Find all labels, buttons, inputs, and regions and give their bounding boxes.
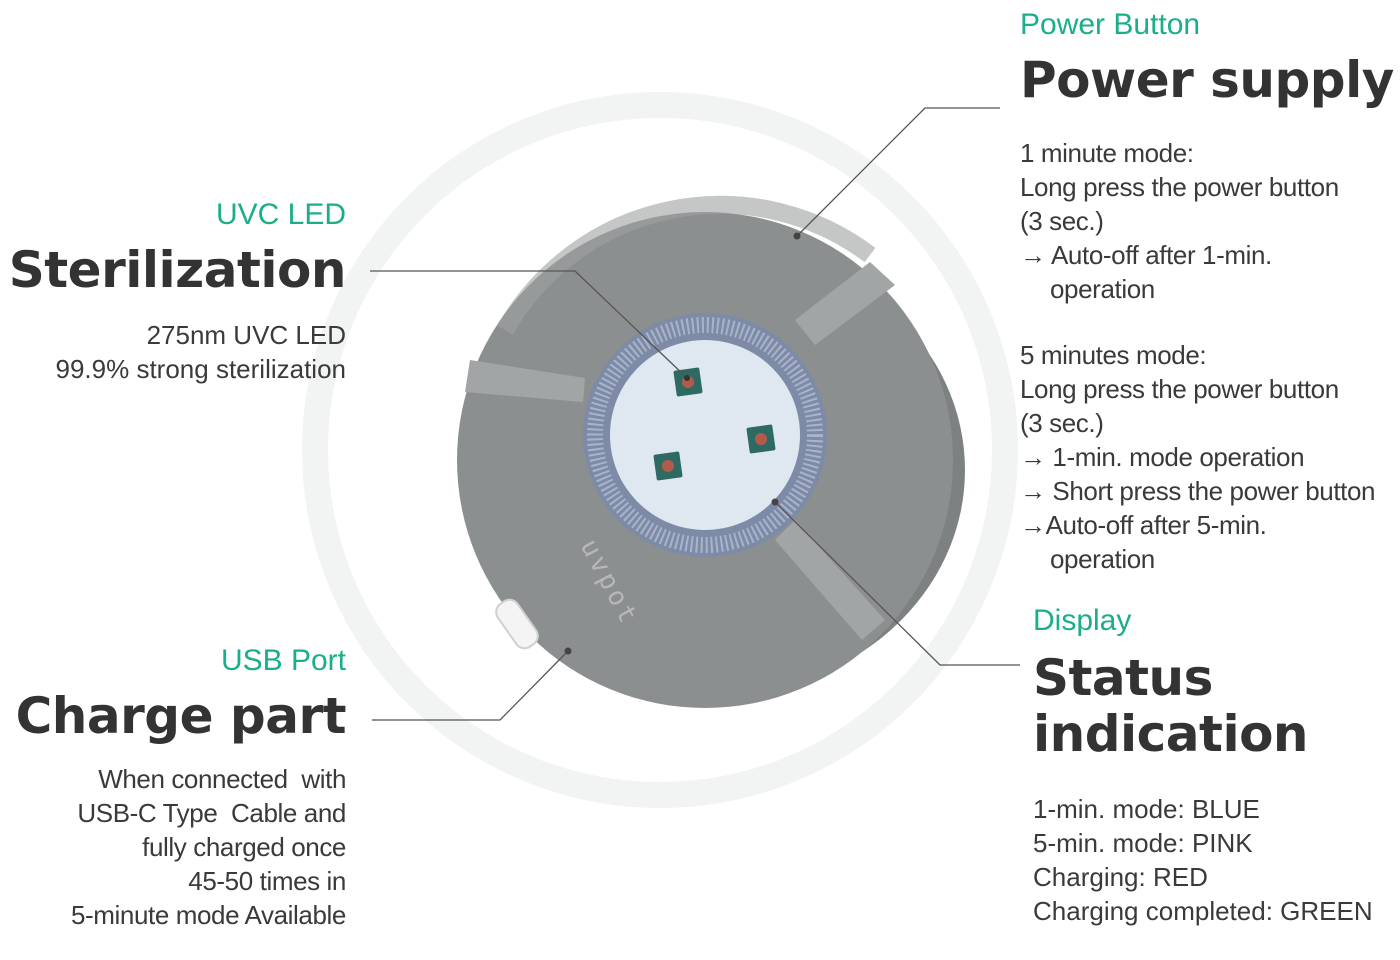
charge-label: USB Port <box>220 644 346 677</box>
power-mode5-line: →Auto-off after 5-min. <box>1020 510 1267 540</box>
led-diffuser <box>610 340 800 530</box>
charge-line: fully charged once <box>142 832 346 862</box>
power-title: Power supply <box>1020 51 1394 109</box>
power-mode1-heading: 1 minute mode: <box>1020 138 1194 168</box>
display-line: 5-min. mode: PINK <box>1033 828 1253 858</box>
display-label: Display <box>1033 604 1132 637</box>
display-description: 1-min. mode: BLUE 5-min. mode: PINK Char… <box>1033 792 1393 928</box>
power-mode1-line: → Auto-off after 1-min. <box>1020 240 1272 270</box>
sterilization-line: 275nm UVC LED <box>146 320 346 350</box>
leader-dot-sterilization <box>684 375 690 381</box>
sterilization-section: UVC LED Sterilization 275nm UVC LED 99.9… <box>6 198 347 386</box>
uvc-led-chip-3 <box>653 451 683 481</box>
sterilization-label: UVC LED <box>215 198 346 231</box>
ridge-top-right <box>795 262 895 345</box>
power-mode1-line: (3 sec.) <box>1020 206 1104 236</box>
power-mode5: 5 minutes mode: Long press the power but… <box>1020 338 1395 576</box>
uvc-led-chip-1 <box>673 367 703 397</box>
ridge-left <box>465 360 585 402</box>
power-section: Power Button Power supply 1 minute mode:… <box>1020 8 1395 576</box>
charge-line: 45-50 times in <box>188 866 346 896</box>
charge-line: When connected with <box>98 764 346 794</box>
display-line: Charging: RED <box>1033 862 1208 892</box>
power-mode5-line: operation <box>1050 544 1155 574</box>
power-mode5-line: → Short press the power button <box>1020 476 1376 506</box>
sterilization-title: Sterilization <box>8 241 347 299</box>
power-mode5-heading: 5 minutes mode: <box>1020 340 1207 370</box>
leader-dot-power <box>793 232 801 240</box>
led-ring-texture <box>587 317 823 553</box>
power-label: Power Button <box>1020 8 1201 41</box>
power-mode1-line: operation <box>1050 274 1155 304</box>
display-line: 1-min. mode: BLUE <box>1033 794 1260 824</box>
charge-title: Charge part <box>15 687 347 745</box>
sterilization-line: 99.9% strong sterilization <box>55 354 346 384</box>
charge-line: USB-C Type Cable and <box>77 798 346 828</box>
charge-description: When connected with USB-C Type Cable and… <box>6 762 346 932</box>
display-section: Display Status indication 1-min. mode: B… <box>1033 604 1393 928</box>
charge-line: 5-minute mode Available <box>70 900 346 930</box>
sterilization-description: 275nm UVC LED 99.9% strong sterilization <box>6 318 346 386</box>
ridge-bottom <box>775 520 885 640</box>
power-mode5-line: (3 sec.) <box>1020 408 1104 438</box>
power-mode5-line: → 1-min. mode operation <box>1020 442 1305 472</box>
power-mode5-line: Long press the power button <box>1020 374 1339 404</box>
display-title-line1: Status <box>1033 649 1213 707</box>
leader-dot-charge <box>564 647 572 655</box>
charge-section: USB Port Charge part When connected with… <box>6 644 347 932</box>
leader-line-power <box>796 107 1000 237</box>
leader-dot-display <box>771 498 779 506</box>
power-mode1: 1 minute mode: Long press the power butt… <box>1020 136 1395 306</box>
usb-port <box>495 598 539 650</box>
leader-line-display <box>774 501 1020 666</box>
background-ring <box>302 92 1018 808</box>
body-highlight <box>497 195 876 335</box>
uvc-led-chip-2 <box>746 424 776 454</box>
display-title-line2: indication <box>1033 705 1309 763</box>
leader-line-charge <box>372 650 569 721</box>
leader-line-sterilization <box>370 270 688 379</box>
power-mode1-line: Long press the power button <box>1020 172 1339 202</box>
display-line: Charging completed: GREEN <box>1033 896 1373 926</box>
